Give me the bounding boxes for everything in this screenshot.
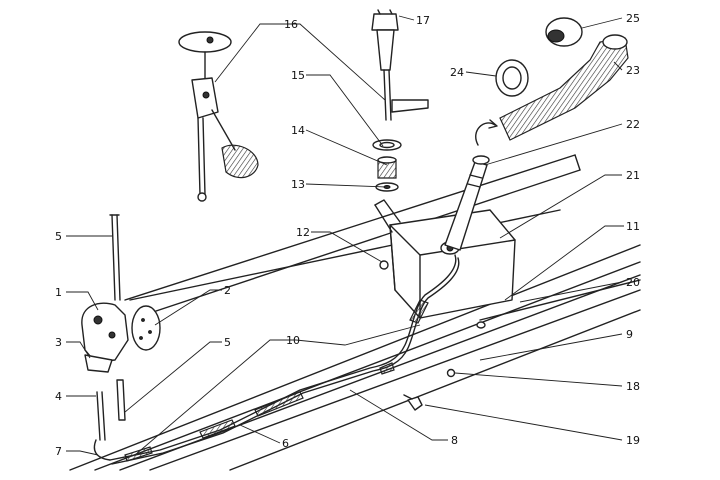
callout-10: 10 xyxy=(286,334,300,347)
callout-12: 12 xyxy=(296,226,310,239)
callout-14: 14 xyxy=(291,124,305,137)
callout-22: 22 xyxy=(626,118,640,131)
callout-16: 16 xyxy=(284,18,298,31)
filler-neck xyxy=(444,119,498,251)
sender-unit-with-float xyxy=(178,31,259,202)
callout-11: 11 xyxy=(626,220,640,233)
callout-20: 20 xyxy=(626,276,640,289)
gasket-stack xyxy=(372,139,402,192)
callout-23: 23 xyxy=(626,64,640,77)
callout-25: 25 xyxy=(626,12,640,25)
callout-21: 21 xyxy=(626,169,640,182)
callout-6: 6 xyxy=(282,437,289,450)
callout-9: 9 xyxy=(626,328,633,341)
fuel-tank xyxy=(374,199,516,319)
callout-1: 1 xyxy=(55,286,62,299)
callout-15: 15 xyxy=(291,69,305,82)
small-fittings xyxy=(379,260,486,411)
leader-lines xyxy=(66,15,624,456)
callout-5b: 5 xyxy=(224,336,231,349)
callout-3: 3 xyxy=(55,336,62,349)
callout-18: 18 xyxy=(626,380,640,393)
callout-13: 13 xyxy=(291,178,305,191)
callout-24: 24 xyxy=(450,66,464,79)
chassis-frame-rails xyxy=(69,154,641,471)
callout-19: 19 xyxy=(626,434,640,447)
callout-17: 17 xyxy=(416,14,430,27)
fuel-pickup-tube xyxy=(371,9,429,121)
fuel-lines xyxy=(109,254,641,465)
callout-8: 8 xyxy=(451,434,458,447)
callout-labels: 1 2 3 4 5 5 6 7 8 9 10 11 12 13 14 15 16… xyxy=(55,12,640,458)
filler-hose-and-seals xyxy=(495,17,629,141)
callout-2: 2 xyxy=(224,284,231,297)
callout-7: 7 xyxy=(55,445,62,458)
fuel-pump-assembly xyxy=(81,214,161,461)
callout-4: 4 xyxy=(55,390,62,403)
callout-5a: 5 xyxy=(55,230,62,243)
hose-sections xyxy=(124,299,429,462)
